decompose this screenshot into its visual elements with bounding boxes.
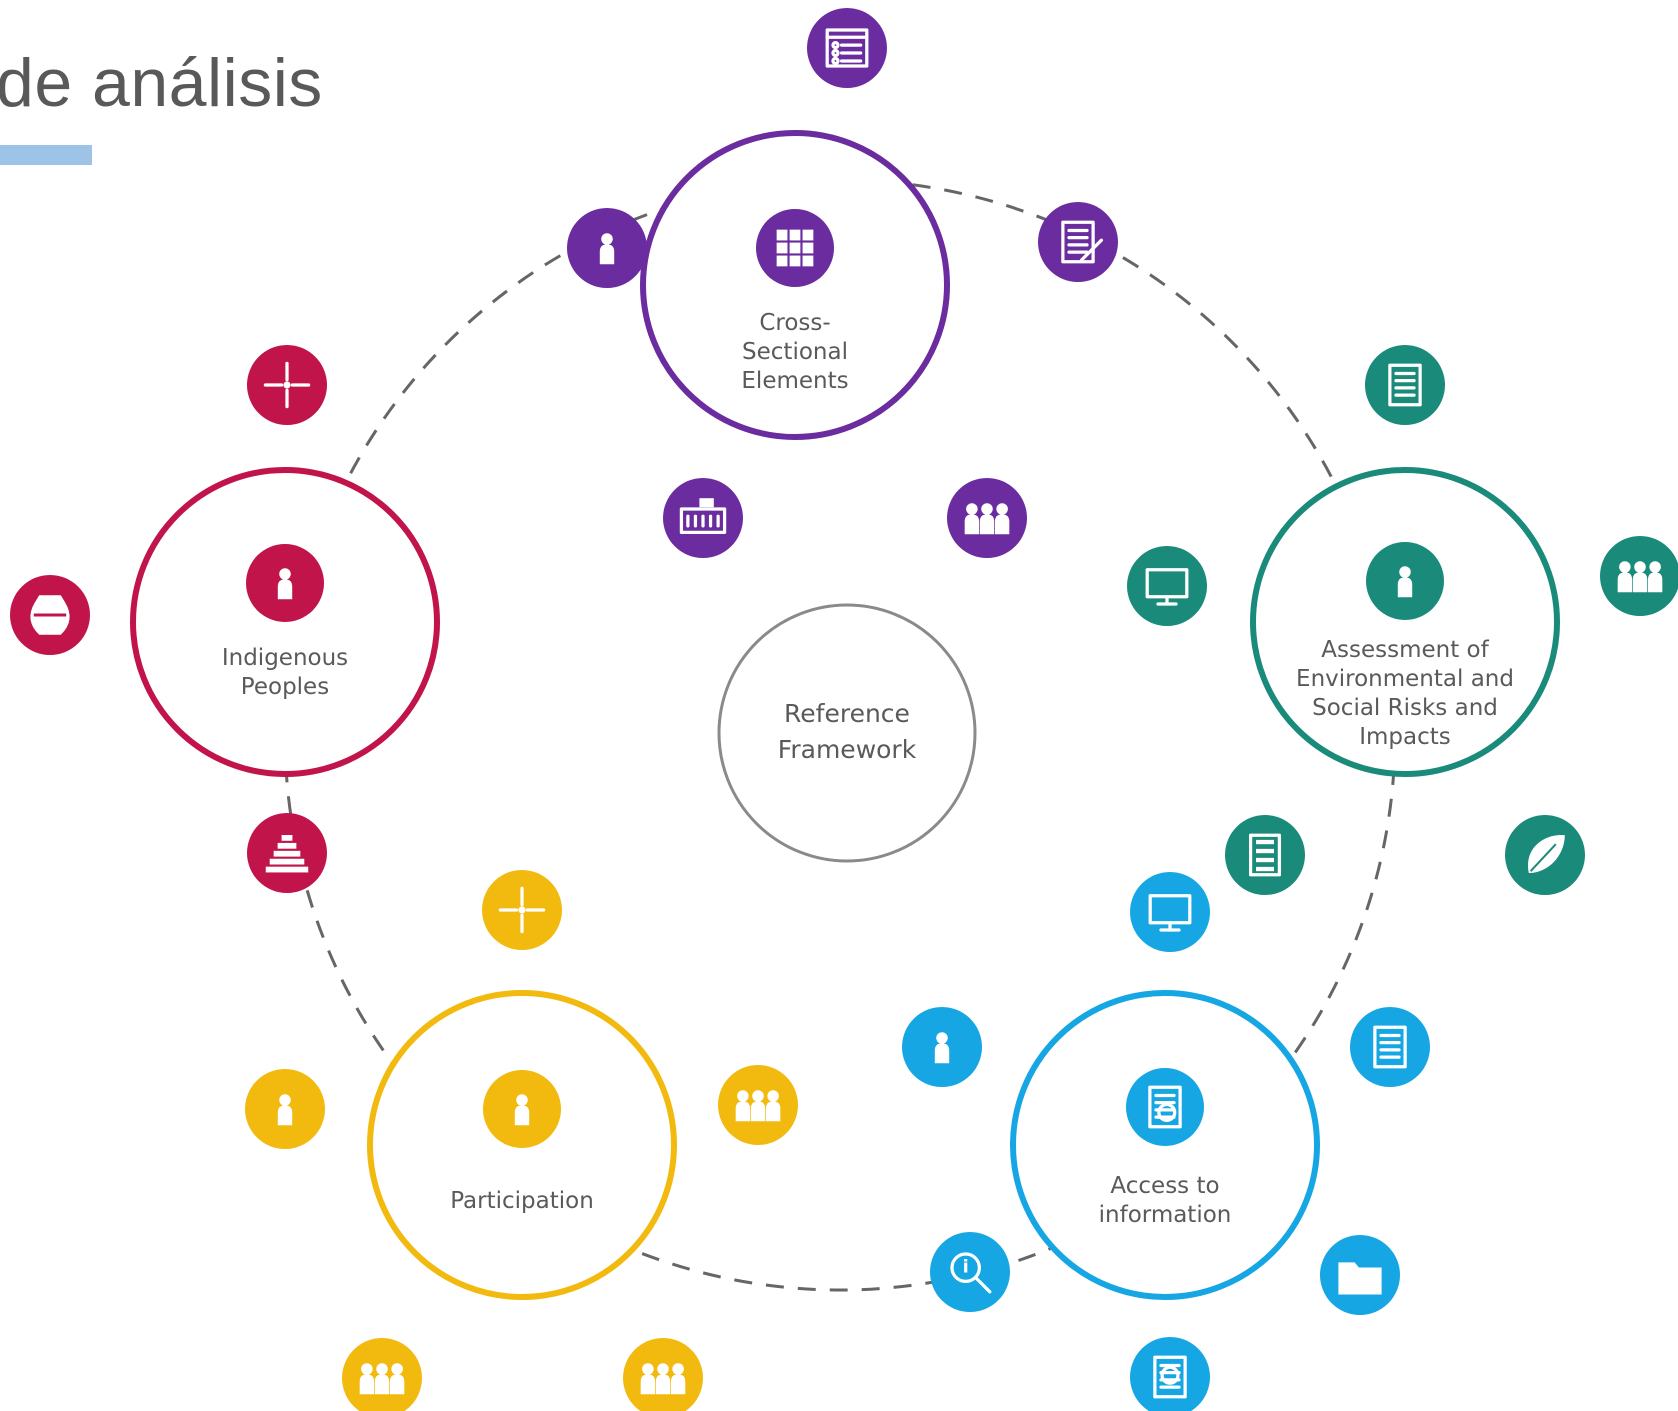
keyboard-icon: [663, 478, 743, 558]
converging-arrows-icon: [482, 870, 562, 950]
hub-label-line: Assessment of: [1321, 637, 1489, 663]
family-community-icon: [1600, 536, 1678, 616]
hub-access-information: Access to information: [1010, 990, 1320, 1300]
hub-label-line: Elements: [741, 368, 848, 394]
meeting-desk-icon: [902, 1007, 982, 1087]
hub-label-line: Peoples: [241, 674, 329, 700]
hub-label-line: Social Risks and: [1312, 695, 1498, 721]
svg-text:i: i: [963, 1257, 969, 1278]
title-accent-bar: [0, 145, 92, 165]
pottery-vessel-icon: [10, 575, 90, 655]
center-label-line-2: Framework: [778, 735, 917, 764]
text-document-icon: [1350, 1007, 1430, 1087]
hub-ring: [1250, 467, 1560, 777]
hub-label-line: Cross-: [759, 310, 830, 336]
hub-label-line: Access to: [1110, 1173, 1219, 1199]
page-title: de análisis: [0, 45, 323, 121]
arrows-star-icon: [247, 345, 327, 425]
monitor-share-icon: [1127, 546, 1207, 626]
person-checklist-icon: [1365, 345, 1445, 425]
center-node: Reference Framework: [717, 603, 977, 863]
settings-document-icon: [1130, 1337, 1210, 1411]
legal-document-gavel-icon: [1038, 202, 1118, 282]
folder-icon: [1320, 1235, 1400, 1315]
hub-label-line: Sectional: [742, 339, 848, 365]
devices-icon: [1130, 872, 1210, 952]
pyramid-temple-icon: [247, 813, 327, 893]
checklist-window-icon: [807, 8, 887, 88]
community-circle-icon: [623, 1338, 703, 1411]
center-label-line-1: Reference: [784, 699, 910, 728]
person-podium-icon: [245, 1069, 325, 1149]
document-search-icon: [1126, 1068, 1204, 1146]
person-search-icon: [567, 208, 647, 288]
info-key-icon: i: [930, 1232, 1010, 1312]
leaf-icon: [1505, 815, 1585, 895]
hub-label-line: Environmental and: [1296, 666, 1514, 692]
hub-participation: Participation: [367, 990, 677, 1300]
hub-label-line: Participation: [450, 1188, 594, 1214]
hub-label-line: Impacts: [1359, 724, 1451, 750]
hub-label-line: Indigenous: [222, 645, 348, 671]
indigenous-person-icon: [246, 544, 324, 622]
people-group-icon: [947, 478, 1027, 558]
process-list-icon: [1225, 815, 1305, 895]
plant-in-hand-icon: [1366, 542, 1444, 620]
voting-people-icon: [718, 1065, 798, 1145]
hub-label-line: information: [1099, 1202, 1232, 1228]
grid-icon: [756, 209, 834, 287]
raised-hands-icon: [483, 1070, 561, 1148]
crowd-icon: [342, 1338, 422, 1411]
